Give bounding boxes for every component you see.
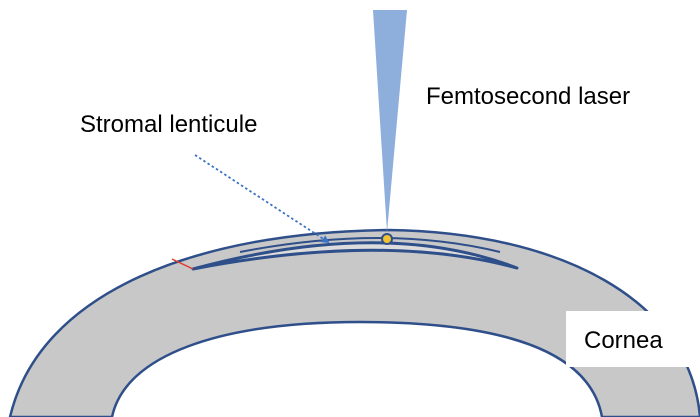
laser-beam	[373, 10, 407, 232]
femtosecond-laser-label: Femtosecond laser	[426, 85, 630, 109]
stromal-lenticule-label: Stromal lenticule	[80, 113, 257, 137]
laser-focal-point	[382, 234, 392, 244]
lenticule-pointer-arrow	[195, 155, 328, 242]
cornea-label: Cornea	[584, 329, 663, 353]
